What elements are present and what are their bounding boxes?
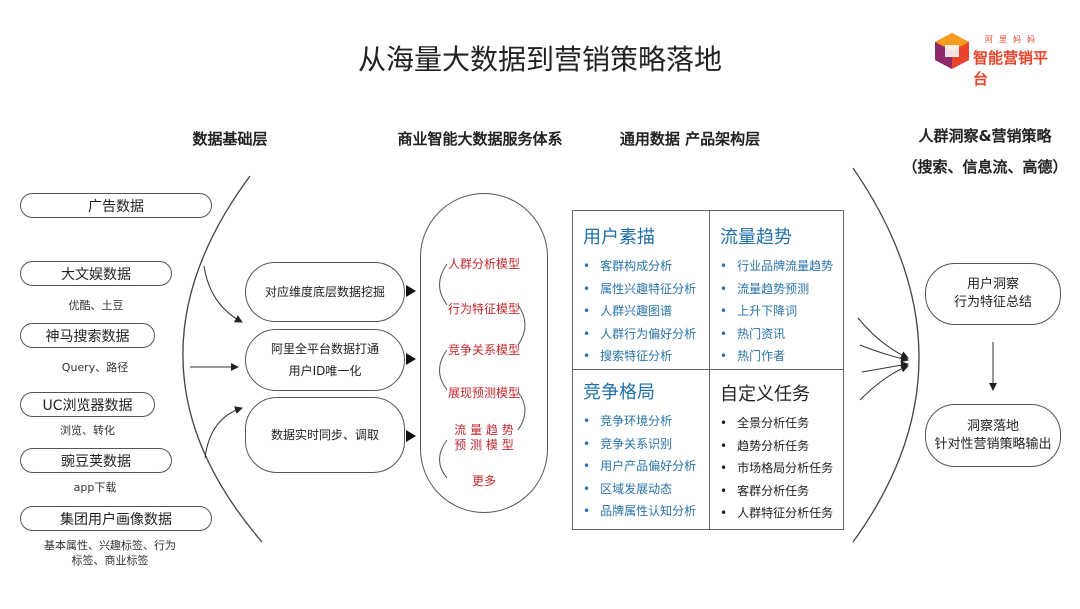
source-wandoujia-sub: app下载 <box>73 481 117 494</box>
quadrant-traffic-trend: 流量趋势 行业品牌流量趋势流量趋势预测上升下降词热门资讯热门作者 <box>710 211 833 368</box>
arrow-head-2 <box>406 353 416 365</box>
box-label: 用户ID唯一化 <box>288 364 362 378</box>
box-label: 广告数据 <box>88 198 144 215</box>
header-bi-service: 商业智能大数据服务体系 <box>397 130 563 148</box>
box-label: 针对性营销策略输出 <box>934 436 1052 452</box>
product-quadrant-box: 用户素描 客群构成分析属性兴趣特征分析人群兴趣图谱人群行为偏好分析搜索特征分析 … <box>572 210 844 530</box>
source-group-profile-sub1: 基本属性、兴趣标签、行为 <box>44 539 176 552</box>
logo-icon <box>935 33 969 69</box>
box-label: 集团用户画像数据 <box>60 511 172 528</box>
list-item: 客群分析任务 <box>720 480 833 503</box>
arrow-head-1 <box>406 285 416 297</box>
source-wandoujia-data: 豌豆荚数据 <box>20 448 172 473</box>
box-label: 用户洞察 <box>966 277 1019 292</box>
source-entertainment-sub: 优酷、土豆 <box>68 299 124 312</box>
model-capsule <box>420 193 548 513</box>
box-label: 大文娱数据 <box>61 266 131 283</box>
list-item: 搜索特征分析 <box>583 345 696 368</box>
source-shenma-data: 神马搜索数据 <box>20 323 155 348</box>
source-uc-sub: 浏览、转化 <box>60 424 115 437</box>
header-data-foundation: 数据基础层 <box>192 130 268 148</box>
box-label: UC浏览器数据 <box>42 397 133 414</box>
model-crowd: 人群分析模型 <box>447 257 520 271</box>
list-item: 属性兴趣特征分析 <box>583 278 696 301</box>
logo-text: 智能营销平台 <box>973 49 1049 88</box>
output-strategy: 洞察落地针对性营销策略输出 <box>925 404 1061 467</box>
box-label: 行为特征总结 <box>953 295 1032 310</box>
list-item: 品牌属性认知分析 <box>583 500 696 523</box>
list-item: 热门作者 <box>720 345 833 368</box>
logo-small-text: 阿里妈妈 <box>985 35 1041 44</box>
quadrant-custom-task: 自定义任务 全景分析任务趋势分析任务市场格局分析任务客群分析任务人群特征分析任务 <box>710 370 833 525</box>
list-item: 市场格局分析任务 <box>720 457 833 480</box>
divider-vertical <box>709 211 710 529</box>
list-item: 趋势分析任务 <box>720 435 833 458</box>
list-item: 竞争关系识别 <box>583 433 696 456</box>
source-entertainment-data: 大文娱数据 <box>20 261 172 286</box>
source-group-profile-sub2: 标签、商业标签 <box>71 554 149 567</box>
box-label: 数据实时同步、调取 <box>270 428 379 442</box>
page-title: 从海量大数据到营销策略落地 <box>357 43 722 76</box>
arrow-head-3 <box>406 430 416 442</box>
list-item: 热门资讯 <box>720 323 833 346</box>
model-more: 更多 <box>471 474 496 488</box>
list-item: 用户产品偏好分析 <box>583 455 696 478</box>
process-realtime-sync: 数据实时同步、调取 <box>245 397 405 473</box>
logo: 阿里妈妈 智能营销平台 <box>935 32 1050 88</box>
model-display-forecast: 展现预测模型 <box>447 386 520 400</box>
header-product-arch: 通用数据 产品架构层 <box>619 130 761 148</box>
list-item: 上升下降词 <box>720 300 833 323</box>
list-item: 人群兴趣图谱 <box>583 300 696 323</box>
right-arc <box>852 167 920 543</box>
list-item: 客群构成分析 <box>583 255 696 278</box>
header-insight-line2: （搜索、信息流、高德） <box>902 158 1068 176</box>
source-ad-data: 广告数据 <box>20 193 212 218</box>
list-item: 人群特征分析任务 <box>720 502 833 525</box>
arrow-curve-bottom <box>204 406 243 459</box>
model-traffic-line2: 预 测 模 型 <box>454 438 514 452</box>
box-label: 洞察落地 <box>966 418 1019 434</box>
quadrant-user-profile: 用户素描 客群构成分析属性兴趣特征分析人群兴趣图谱人群行为偏好分析搜索特征分析 <box>573 211 696 368</box>
box-label: 阿里全平台数据打通 <box>270 342 379 356</box>
list-item: 竞争环境分析 <box>583 410 696 433</box>
list-item: 全景分析任务 <box>720 412 833 435</box>
header-insight-line1: 人群洞察&营销策略 <box>918 127 1052 145</box>
box-label: 神马搜索数据 <box>45 328 130 345</box>
box-label: 豌豆荚数据 <box>61 453 131 470</box>
list-item: 流量趋势预测 <box>720 278 833 301</box>
box-label: 对应维度底层数据挖掘 <box>264 285 385 299</box>
divider-horizontal <box>573 369 843 370</box>
model-behavior: 行为特征模型 <box>447 302 520 316</box>
list-item: 行业品牌流量趋势 <box>720 255 833 278</box>
output-user-insight: 用户洞察行为特征总结 <box>925 263 1061 325</box>
process-id-unify: 阿里全平台数据打通用户ID唯一化 <box>245 329 405 391</box>
source-uc-data: UC浏览器数据 <box>20 392 155 417</box>
process-dimension-mining: 对应维度底层数据挖掘 <box>245 262 405 322</box>
list-item: 区域发展动态 <box>583 478 696 501</box>
left-arc <box>182 175 263 543</box>
quadrant-competition: 竞争格局 竞争环境分析竞争关系识别用户产品偏好分析区域发展动态品牌属性认知分析 <box>573 370 696 523</box>
source-shenma-sub: Query、路径 <box>61 361 129 374</box>
list-item: 人群行为偏好分析 <box>583 323 696 346</box>
model-competition: 竞争关系模型 <box>447 343 520 357</box>
model-traffic-line1: 流 量 趋 势 <box>454 423 514 437</box>
source-group-profile-data: 集团用户画像数据 <box>20 506 212 531</box>
arrow-curve-top <box>203 265 243 323</box>
